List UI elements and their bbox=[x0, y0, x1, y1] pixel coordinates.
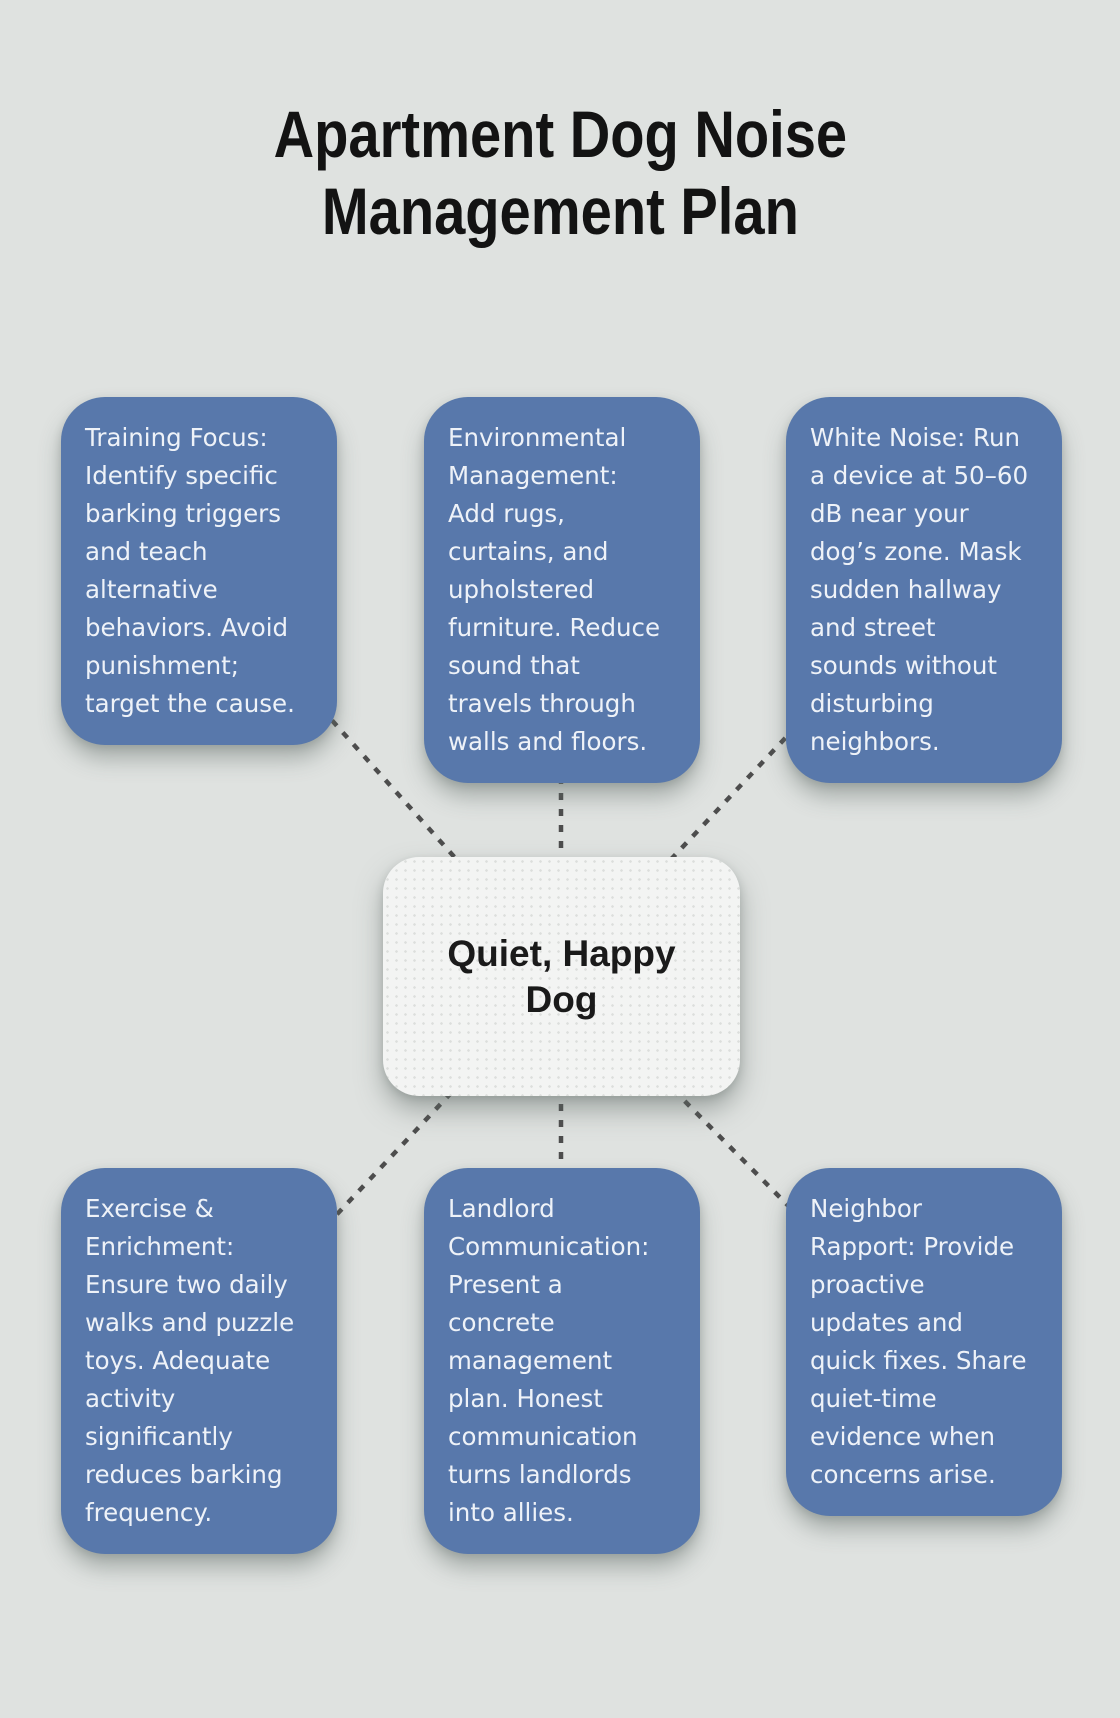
page-title: Apartment Dog Noise Management Plan bbox=[0, 96, 1120, 250]
node-landlord-communication: Landlord Communication: Present a concre… bbox=[424, 1168, 700, 1554]
center-node-goal: Quiet, Happy Dog bbox=[383, 857, 740, 1096]
node-exercise-enrichment: Exercise & Enrichment: Ensure two daily … bbox=[61, 1168, 337, 1554]
node-white-noise: White Noise: Run a device at 50–60 dB ne… bbox=[786, 397, 1062, 783]
node-training-focus: Training Focus: Identify specific barkin… bbox=[61, 397, 337, 745]
node-neighbor-rapport: Neighbor Rapport: Provide proactive upda… bbox=[786, 1168, 1062, 1516]
node-environmental-management: Environmental Management: Add rugs, curt… bbox=[424, 397, 700, 783]
page-title-text: Apartment Dog Noise Management Plan bbox=[273, 97, 847, 248]
